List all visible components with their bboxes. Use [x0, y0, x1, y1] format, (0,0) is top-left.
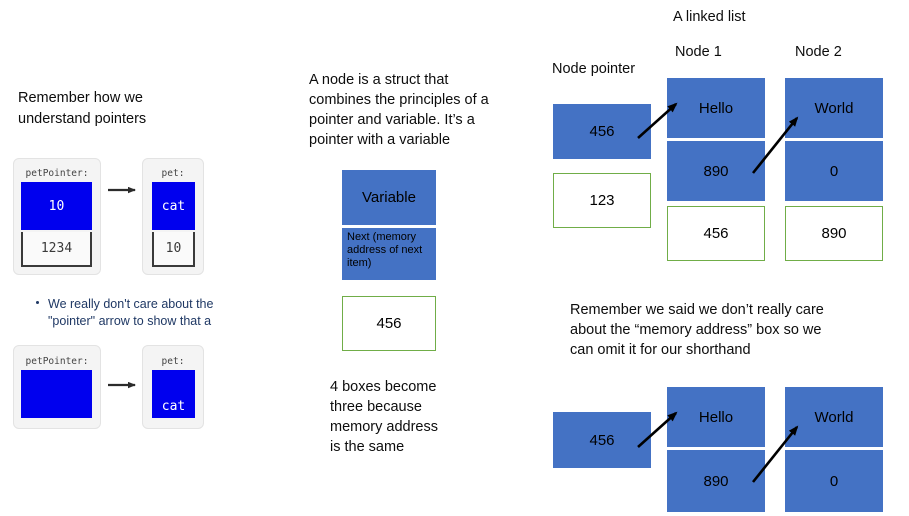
- linked-list-title: A linked list: [673, 9, 746, 25]
- ll-node2-address: 890: [785, 206, 883, 261]
- pointer-card-top-title: petPointer:: [25, 168, 89, 179]
- variable-card-bottom-title: pet:: [161, 356, 185, 367]
- ll-node1-data: Hello: [667, 78, 765, 138]
- ll-node1-next: 890: [667, 141, 765, 201]
- node-struct-caption: 4 boxes become three because memory addr…: [330, 379, 438, 455]
- node-struct-variable-box: Variable: [342, 170, 436, 225]
- variable-card-top-title: pet:: [161, 168, 185, 179]
- pointer-card-bottom-value: [21, 370, 92, 418]
- variable-card-top-value: cat: [152, 182, 195, 230]
- sh-node-pointer-value: 456: [553, 412, 651, 468]
- label-node-1: Node 1: [675, 44, 722, 60]
- ll-node-pointer-address: 123: [553, 173, 651, 228]
- bullet-dot-icon: [36, 301, 39, 304]
- sh-node1-data: Hello: [667, 387, 765, 447]
- label-node-pointer: Node pointer: [552, 61, 636, 77]
- node-struct-address-box: 456: [342, 296, 436, 351]
- shorthand-note: Remember we said we don’t really care ab…: [570, 302, 824, 358]
- variable-card-bottom-value: cat: [152, 370, 195, 418]
- sh-node2-next: 0: [785, 450, 883, 512]
- ll-node-pointer-value: 456: [553, 104, 651, 159]
- ll-node2-data: World: [785, 78, 883, 138]
- left-heading: Remember how we understand pointers: [18, 90, 147, 127]
- sh-node1-next: 890: [667, 450, 765, 512]
- label-node-2: Node 2: [795, 44, 842, 60]
- node-struct-next-box: Next (memory address of next item): [342, 228, 436, 280]
- pointer-card-top-address: 1234: [21, 232, 92, 267]
- ll-node1-address: 456: [667, 206, 765, 261]
- bullet-block: We really don't care about the "pointer"…: [36, 296, 223, 334]
- bullet-line-2: "pointer" arrow to show that a: [48, 314, 212, 328]
- bullet-line-1: We really don't care about the: [48, 297, 214, 311]
- pointer-card-bottom-title: petPointer:: [25, 356, 89, 367]
- node-struct-paragraph: A node is a struct that combines the pri…: [309, 72, 489, 148]
- variable-card-top-address: 10: [152, 232, 195, 267]
- ll-node2-next: 0: [785, 141, 883, 201]
- sh-node2-data: World: [785, 387, 883, 447]
- pointer-card-top-value: 10: [21, 182, 92, 230]
